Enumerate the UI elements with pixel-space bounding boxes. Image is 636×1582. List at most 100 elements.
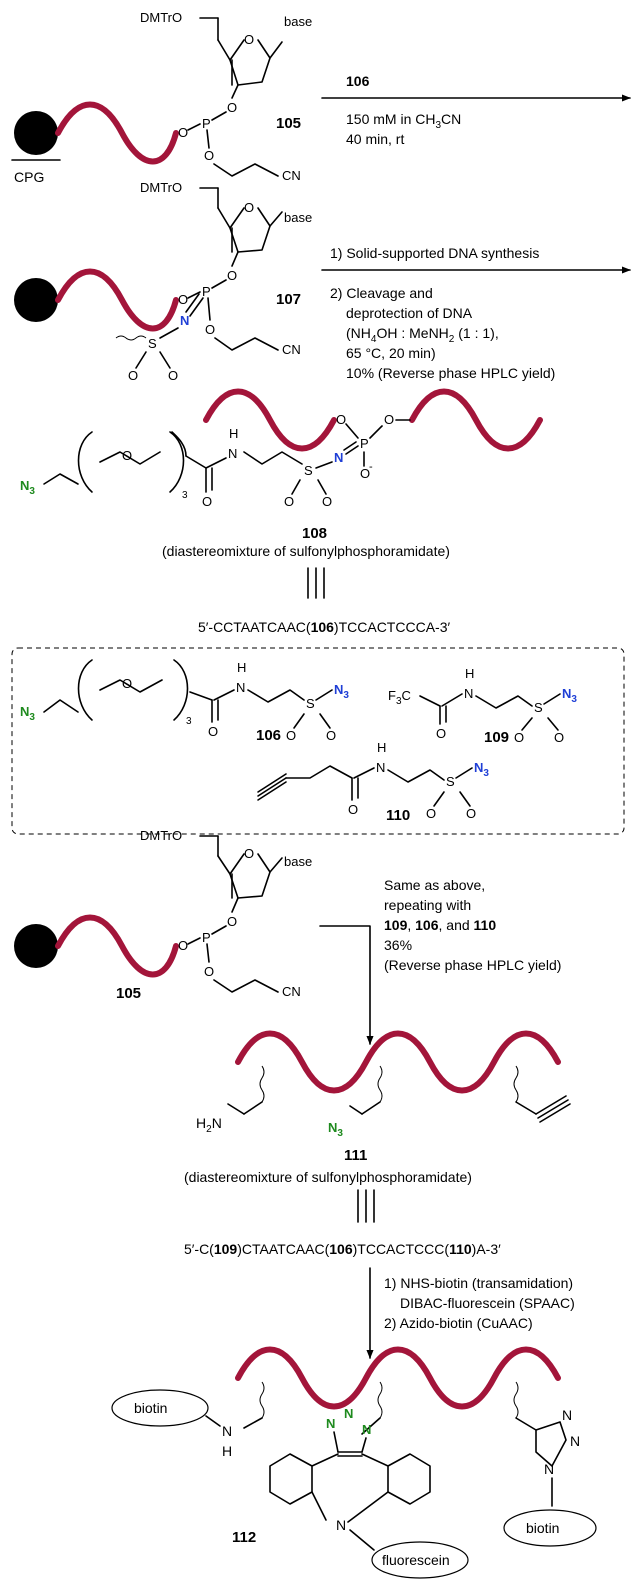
svg-text:O: O	[128, 368, 138, 383]
compound-label-109: 109	[484, 729, 509, 746]
dna-strand	[55, 101, 179, 165]
azide-blue: N3	[334, 682, 349, 701]
structure-108: O P O O - N S O O N H O O 3 N3 108 (dias…	[20, 388, 543, 559]
svg-text:S: S	[306, 696, 315, 711]
compound-label-107: 107	[276, 291, 301, 308]
svg-text:O: O	[322, 494, 332, 509]
step4-line-2: DIBAC-fluorescein (SPAAC)	[400, 1295, 575, 1311]
svg-text:O: O	[384, 412, 394, 427]
step-3-arrow: Same as above, repeating with 109, 106, …	[319, 877, 561, 1045]
svg-text:O: O	[122, 448, 132, 463]
svg-text:N: N	[464, 686, 473, 701]
compound-label-105: 105	[276, 115, 301, 132]
svg-text:O: O	[286, 728, 296, 743]
svg-text:O: O	[466, 806, 476, 821]
cpg-bead	[14, 278, 58, 322]
base-label: base	[284, 210, 312, 225]
cpg-bead	[14, 111, 58, 155]
equivalence-bars-2	[357, 1189, 375, 1223]
dna-strand	[235, 1346, 561, 1410]
dna-strand	[55, 914, 179, 978]
fluorescein-label: fluorescein	[382, 1552, 450, 1568]
azide-green: N3	[20, 478, 35, 497]
svg-text:O: O	[208, 724, 218, 739]
svg-text:CN: CN	[282, 984, 301, 999]
svg-text:O: O	[436, 726, 446, 741]
amine-label: H2N	[196, 1115, 222, 1135]
svg-text:O: O	[178, 292, 188, 307]
compound-label-108: 108	[302, 525, 327, 542]
svg-text:O: O	[205, 322, 215, 337]
step2-line-1: 1) Solid-supported DNA synthesis	[330, 245, 539, 261]
svg-text:S: S	[534, 700, 543, 715]
svg-text:O: O	[244, 846, 254, 861]
svg-text:P: P	[202, 284, 211, 299]
svg-text:N: N	[236, 680, 245, 695]
biotin-label: biotin	[134, 1400, 167, 1416]
compound-label-111: 111	[344, 1147, 367, 1164]
base-label: base	[284, 854, 312, 869]
cpg-label: CPG	[14, 169, 44, 185]
svg-text:N: N	[336, 1517, 346, 1533]
svg-text:N: N	[544, 1461, 554, 1477]
equivalence-bars-1	[307, 567, 325, 599]
sequence-108: 5′-CCTAATCAAC(106)TCCACTCCCA-3′	[198, 619, 450, 635]
structure-105: CPG O P O O CN O DMTrO base 105	[11, 10, 312, 185]
svg-text:O: O	[178, 938, 188, 953]
cpg-bead	[14, 924, 58, 968]
svg-text:H: H	[237, 660, 246, 675]
svg-text:O: O	[204, 964, 214, 979]
svg-text:S: S	[148, 336, 157, 351]
step3-line-4: 36%	[384, 937, 412, 953]
svg-text:O: O	[244, 200, 254, 215]
step2-line-2: 2) Cleavage and	[330, 285, 433, 301]
svg-text:H: H	[465, 666, 474, 681]
svg-text:O: O	[227, 914, 237, 929]
structure-112: N H biotin N N N N fluorescein 112 N N N…	[111, 1346, 597, 1579]
compound-label-112: 112	[232, 1529, 256, 1546]
svg-text:O: O	[284, 494, 294, 509]
biotin-label: biotin	[526, 1520, 559, 1536]
svg-text:O: O	[122, 676, 132, 691]
svg-text:-: -	[369, 461, 373, 473]
step2-line-5: 65 °C, 20 min)	[346, 345, 436, 361]
azide-green: N3	[328, 1120, 343, 1139]
step4-line-1: 1) NHS-biotin (transamidation)	[384, 1275, 573, 1291]
step3-line-5: (Reverse phase HPLC yield)	[384, 957, 561, 973]
svg-text:O: O	[227, 100, 237, 115]
svg-text:CN: CN	[282, 342, 301, 357]
svg-text:O: O	[227, 268, 237, 283]
triazole-n-green: N	[344, 1406, 353, 1421]
compound-label-106: 106	[256, 727, 281, 744]
svg-text:O: O	[336, 412, 346, 427]
dna-strand	[203, 388, 337, 452]
azide-green: N3	[20, 704, 35, 723]
step2-line-6: 10% (Reverse phase HPLC yield)	[346, 365, 555, 381]
svg-text:N: N	[228, 446, 237, 461]
svg-text:S: S	[446, 774, 455, 789]
base-label: base	[284, 14, 312, 29]
azide-blue: N3	[562, 686, 577, 705]
description-108: (diastereomixture of sulfonylphosphorami…	[162, 543, 450, 559]
step-4-arrow: 1) NHS-biotin (transamidation) DIBAC-flu…	[366, 1267, 575, 1359]
step1-reagent: 106	[346, 73, 370, 89]
dna-strand	[235, 1030, 561, 1094]
svg-text:O: O	[348, 802, 358, 817]
step-2-arrow: 1) Solid-supported DNA synthesis 2) Clea…	[321, 245, 631, 381]
nitrogen-blue: N	[180, 313, 189, 328]
biotin-ellipse	[111, 1389, 209, 1427]
svg-text:P: P	[202, 930, 211, 945]
step3-line-1: Same as above,	[384, 877, 485, 893]
svg-text:3: 3	[186, 716, 192, 727]
svg-text:O: O	[178, 125, 188, 140]
svg-text:H: H	[229, 426, 238, 441]
fluorescein-ellipse	[371, 1541, 469, 1579]
svg-text:O: O	[360, 466, 370, 481]
svg-text:O: O	[204, 148, 214, 163]
svg-text:O: O	[426, 806, 436, 821]
svg-text:N: N	[222, 1423, 232, 1439]
svg-text:N: N	[376, 760, 385, 775]
dmtro-label: DMTrO	[140, 828, 182, 843]
description-111: (diastereomixture of sulfonylphosphorami…	[184, 1169, 472, 1185]
